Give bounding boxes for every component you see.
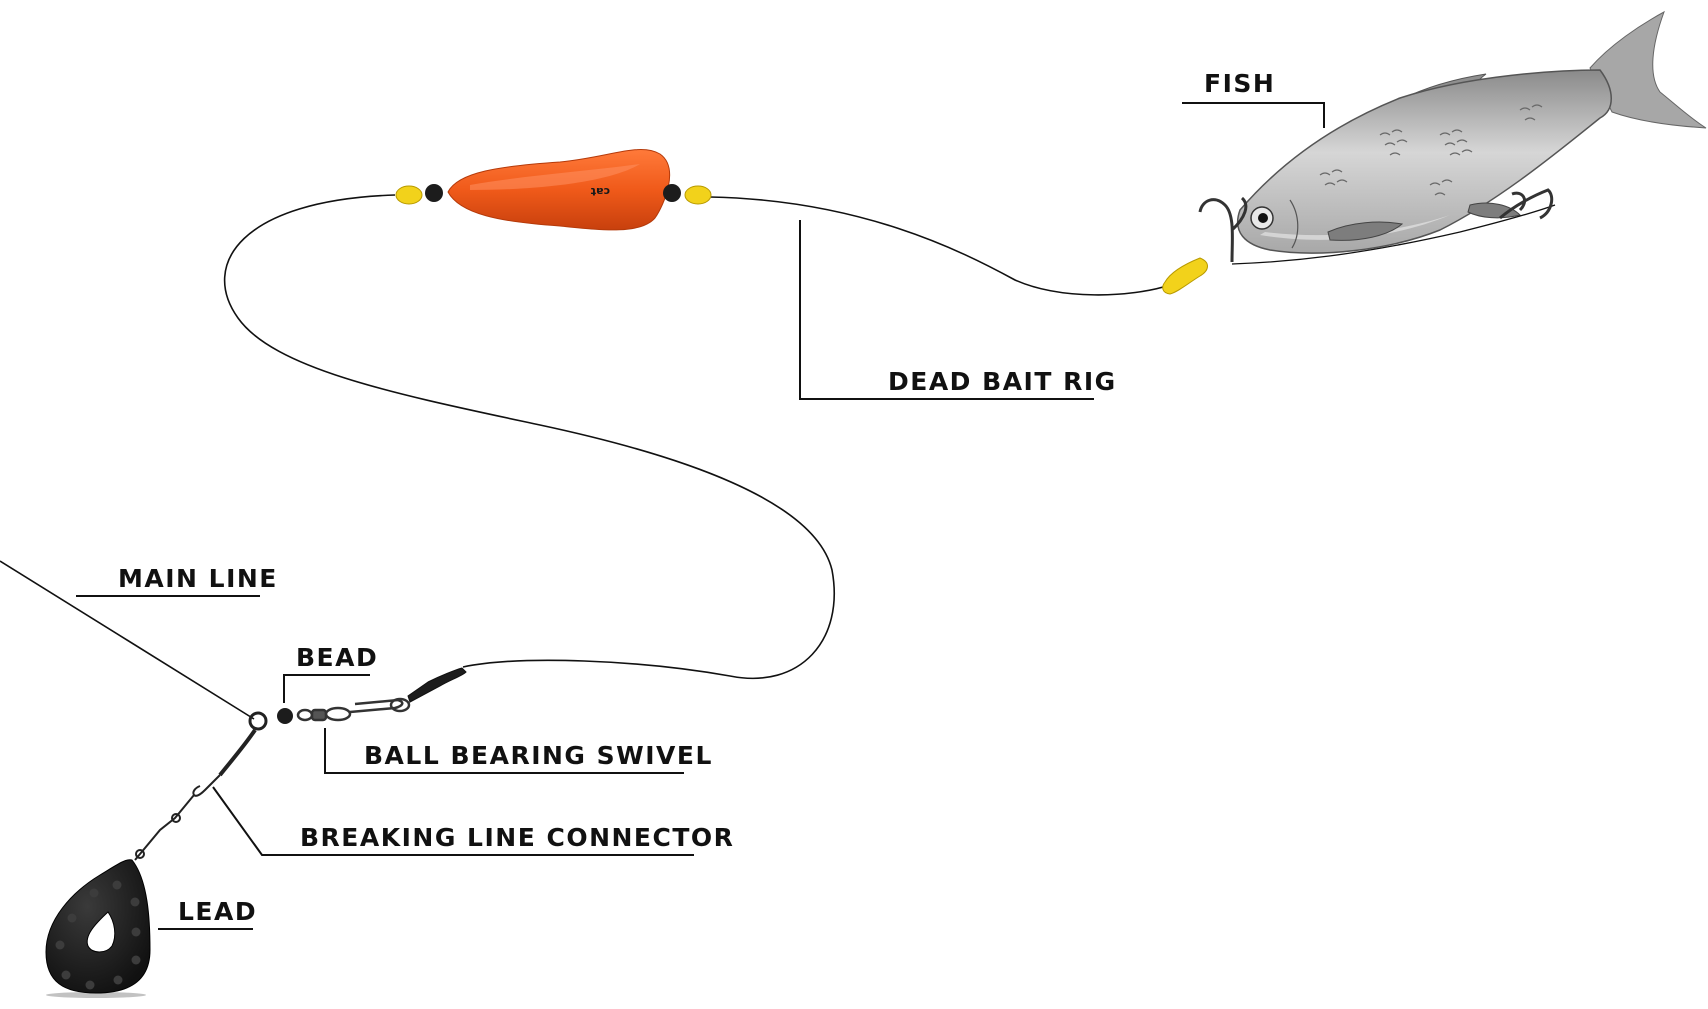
line-to-float [223,194,835,680]
fish [1236,10,1707,254]
label-ball-bearing-swivel: BALL BEARING SWIVEL [364,741,713,770]
yellow-bead-left [395,185,423,205]
black-bead-right [663,184,681,202]
breaking-line-connector [218,728,257,777]
fish-tail [1589,10,1707,129]
label-dead-bait-rig: DEAD BAIT RIG [888,367,1117,396]
bead [277,708,293,724]
bait-sleeve [1162,257,1208,295]
lead-shadow [46,992,146,998]
label-main-line: MAIN LINE [118,564,278,593]
fish-gill [1289,199,1299,249]
float-logo: cat [591,185,610,198]
fish-pelvic-fin [1467,202,1521,219]
rear-treble-hook [1499,188,1554,220]
front-treble-hook [1198,196,1248,263]
lead-link [134,794,195,861]
main-line [0,560,255,720]
fish-scales [1319,104,1543,196]
fish-pectoral-fin [1327,221,1404,241]
float-assembly: cat [395,148,712,231]
snap-connector [407,667,467,703]
line-to-bait [709,196,1171,296]
lead-studs [55,880,141,990]
dead-bait-rig [1162,188,1556,295]
lead-weight [45,859,151,998]
label-breaking-line-connector: BREAKING LINE CONNECTOR [300,823,734,852]
label-bead: BEAD [296,643,378,672]
label-lead: LEAD [178,897,257,926]
ball-bearing-swivel [296,667,467,722]
swivel-assembly [134,667,467,861]
yellow-bead-right [684,185,712,205]
dead-bait-rig-leader [799,220,1094,400]
fish-leader [1182,102,1325,128]
bead-leader [283,674,370,703]
fish-body [1236,69,1612,254]
label-fish: FISH [1204,69,1275,98]
rig-trace [1231,204,1556,265]
black-bead-left [425,184,443,202]
main-ring [248,711,268,731]
lead-hole [86,911,116,953]
ball-bearing-swivel-leader [324,728,684,774]
fish-pupil [1258,213,1268,223]
float-highlight [470,164,640,190]
breaking-line-connector-leader [212,786,694,856]
